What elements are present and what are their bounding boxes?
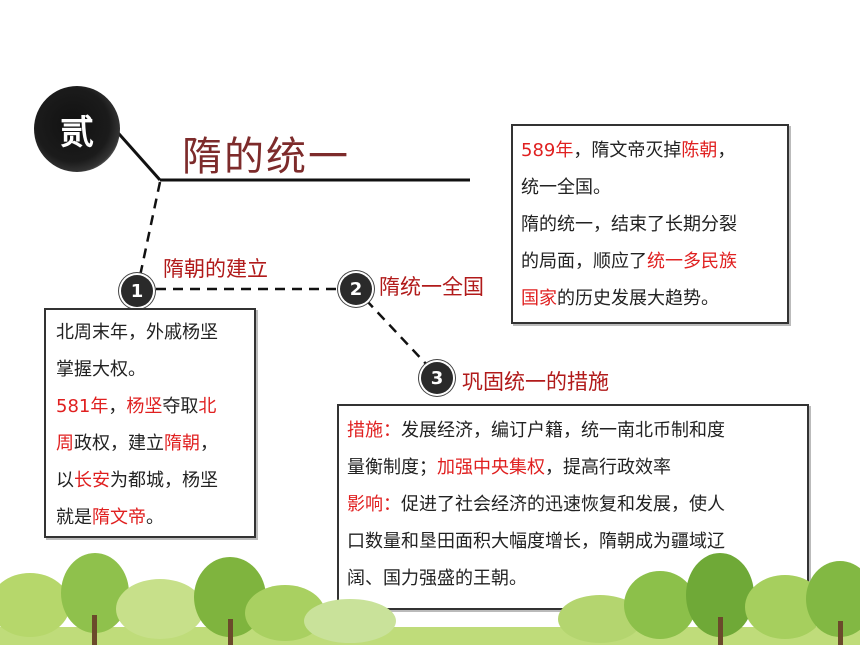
step-2-label: 隋统一全国 xyxy=(379,275,484,299)
box3-line2: 量衡制度；加强中央集权，提高行政效率 xyxy=(347,457,671,478)
box1-line4: 周政权，建立隋朝， xyxy=(56,433,218,454)
box3-line1: 措施：发展经济，编订户籍，统一南北币制和度 xyxy=(347,420,725,441)
box-sui-founding: 北周末年，外戚杨坚 掌握大权。 581年，杨坚夺取北 周政权，建立隋朝， 以长安… xyxy=(44,308,256,538)
page-title: 隋的统一 xyxy=(182,134,350,180)
step-1-label: 隋朝的建立 xyxy=(163,257,268,281)
box2-line5: 国家的历史发展大趋势。 xyxy=(521,288,719,309)
box3-line3: 影响：促进了社会经济的迅速恢复和发展，使人 xyxy=(347,494,725,515)
box3-line4: 口数量和垦田面积大幅度增长，隋朝成为疆域辽 xyxy=(347,531,725,552)
box1-line2: 掌握大权。 xyxy=(56,359,146,380)
box-unification: 589年，隋文帝灭掉陈朝， 统一全国。 隋的统一，结束了长期分裂 的局面，顺应了… xyxy=(511,124,789,324)
box-consolidation-measures: 措施：发展经济，编订户籍，统一南北币制和度 量衡制度；加强中央集权，提高行政效率… xyxy=(337,404,809,610)
tree-border-illustration xyxy=(0,553,860,645)
box1-line5: 以长安为都城，杨坚 xyxy=(56,470,218,491)
box2-line3: 隋的统一，结束了长期分裂 xyxy=(521,214,737,235)
step-1-number: 1 xyxy=(121,275,153,307)
step-3-label: 巩固统一的措施 xyxy=(462,370,609,394)
title-diagonal-line xyxy=(110,125,162,181)
box2-line4: 的局面，顺应了统一多民族 xyxy=(521,251,737,272)
dashed-line-to-step1 xyxy=(138,181,162,277)
box1-line3: 581年，杨坚夺取北 xyxy=(56,396,217,417)
section-badge: 贰 xyxy=(34,86,120,172)
box3-line5: 阔、国力强盛的王朝。 xyxy=(347,568,527,589)
box2-line1: 589年，隋文帝灭掉陈朝， xyxy=(521,140,736,161)
box2-line2: 统一全国。 xyxy=(521,177,611,198)
dashed-line-step2-step3 xyxy=(365,299,429,367)
section-badge-char: 贰 xyxy=(60,112,94,153)
step-3-number: 3 xyxy=(421,362,453,394)
step-2-number: 2 xyxy=(340,273,372,305)
box1-line6: 就是隋文帝。 xyxy=(56,507,164,528)
box1-line1: 北周末年，外戚杨坚 xyxy=(56,322,218,343)
